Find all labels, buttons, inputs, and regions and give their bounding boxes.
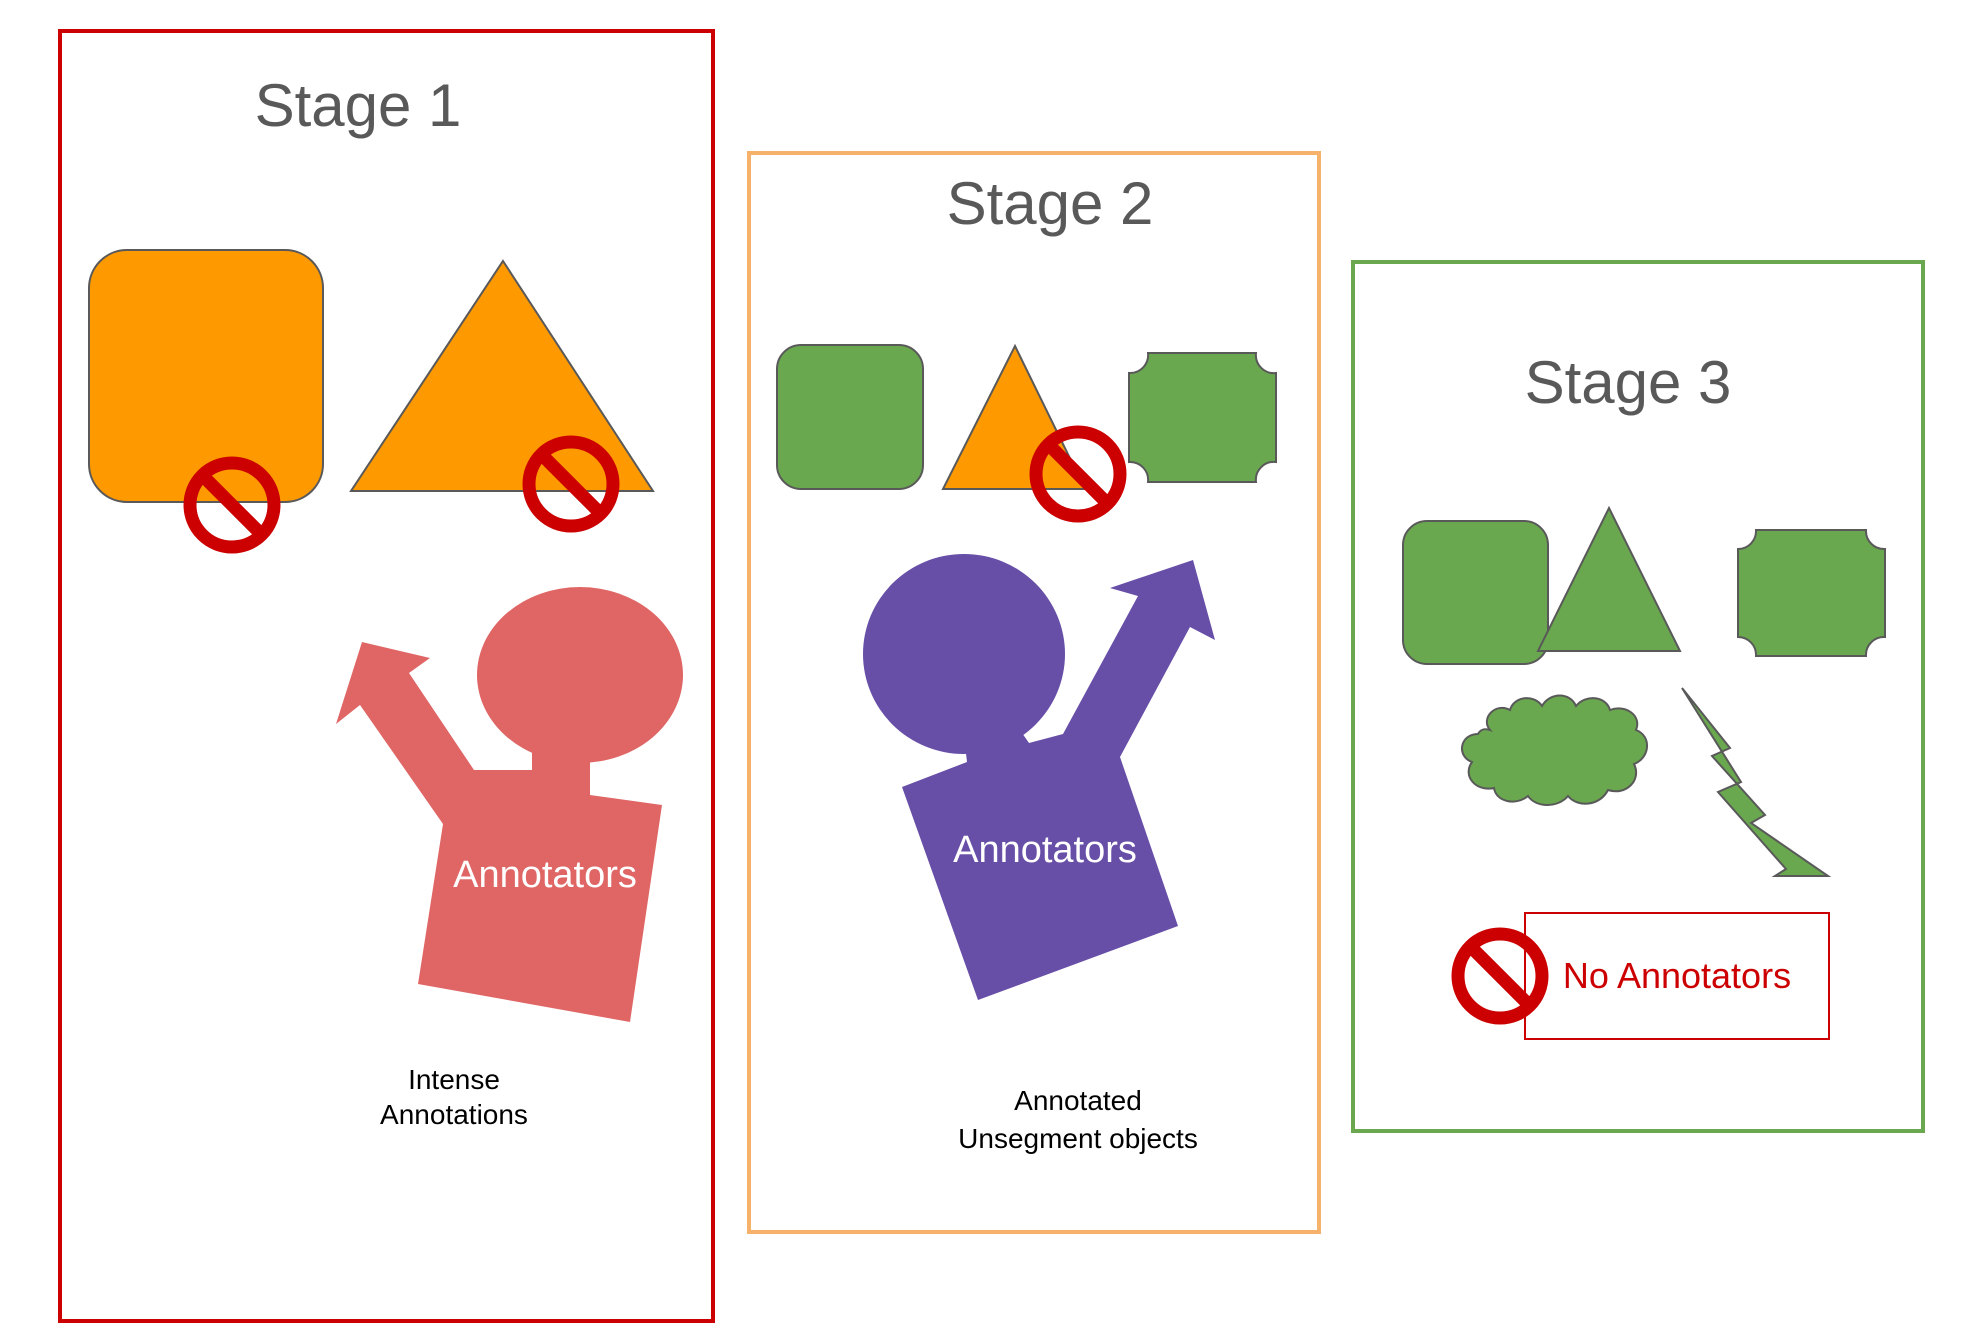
- annotator-figure: [336, 587, 683, 1022]
- orange-triangle-shape: [349, 259, 655, 492]
- stage-1-frame: [58, 29, 715, 1323]
- orange-rounded-square-shape: [88, 249, 324, 503]
- no-annotators-box: [1524, 912, 1830, 1040]
- stage-2-caption-line-2: Unsegment objects: [958, 1123, 1198, 1154]
- stage-1-panel: Stage 1 Annotators Intense Annotations: [58, 29, 715, 1323]
- stage-2-frame: [747, 151, 1321, 1234]
- green-rounded-square-shape: [1402, 520, 1549, 665]
- no-annotators-label: No Annotators: [1563, 955, 1791, 996]
- stage-3-frame: [1351, 260, 1925, 1133]
- stage-2-annotators-label: Annotators: [953, 829, 1137, 871]
- stage-1-caption-line-2: Annotations: [380, 1099, 528, 1130]
- lightning-shape: [1681, 687, 1832, 877]
- annotator-figure: [863, 554, 1215, 1000]
- stage-1-caption-line-1: Intense: [408, 1064, 500, 1095]
- stage-2-panel: Stage 2 Annotators Annotated Unsegment o…: [747, 151, 1321, 1234]
- cloud-shape: [1461, 694, 1648, 806]
- green-notched-square-shape: [1128, 352, 1277, 483]
- green-triangle-shape: [1536, 505, 1682, 652]
- stage-1-annotators-label: Annotators: [453, 854, 637, 896]
- stage-2-caption-line-1: Annotated: [1014, 1085, 1142, 1116]
- stage-3-panel: Stage 3 No Annotators: [1351, 260, 1925, 1133]
- stage-2-title: Stage 2: [947, 170, 1154, 237]
- stage-1-title: Stage 1: [255, 72, 462, 139]
- green-rounded-square-shape: [776, 344, 924, 490]
- green-notched-square-shape: [1737, 529, 1886, 657]
- stage-3-title: Stage 3: [1525, 349, 1732, 416]
